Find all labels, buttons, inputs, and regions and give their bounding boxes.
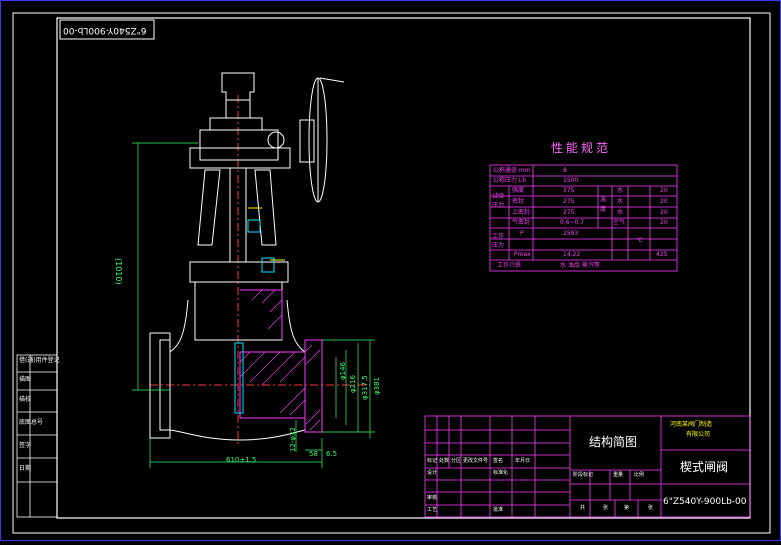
medium-label: 空气 xyxy=(613,219,626,226)
row-label: 上密封 xyxy=(512,209,531,216)
tb-label: 批准 xyxy=(493,507,504,513)
dim-d1: φ146 xyxy=(339,362,347,380)
row-label: 公称压力 Lb xyxy=(493,177,527,184)
temp-unit: ℃ xyxy=(636,237,643,244)
dim-flange: 58 xyxy=(309,450,318,458)
strip-label: 借(通)用件登记 xyxy=(19,357,60,364)
row-label: 密封 xyxy=(512,198,525,205)
tb-label: 张 xyxy=(648,505,654,511)
dim-d3: φ317.5 xyxy=(361,375,369,400)
tb-label: 张 xyxy=(603,505,609,511)
tb-label: 标准化 xyxy=(493,470,509,476)
side-label: 试验压力 xyxy=(492,193,505,209)
temp-value: 20 xyxy=(660,219,668,226)
medium-label: 水 xyxy=(617,198,624,205)
part-name: 楔式闸阀 xyxy=(680,460,729,474)
temp-value: 20 xyxy=(660,198,668,205)
tb-label: 分区 xyxy=(451,458,462,464)
row-value: 275 xyxy=(563,198,575,205)
row-value: 14.22 xyxy=(563,251,581,258)
strip-label: 描校 xyxy=(19,396,32,403)
tb-label: 重量 xyxy=(613,472,624,478)
tb-label: 比例 xyxy=(634,472,645,478)
performance-table-grid xyxy=(489,164,678,272)
side-label: 工作压力 xyxy=(492,233,505,249)
strip-label: 描图 xyxy=(19,376,32,383)
row-label: 强度 xyxy=(512,187,525,194)
medium-label: 水 xyxy=(617,187,624,194)
drawing-number: 6"Z540Y-900Lb-00 xyxy=(663,497,747,507)
dim-length: 610±1.5 xyxy=(226,456,257,464)
dim-d4: φ381 xyxy=(373,377,381,395)
performance-table-title: 性能规范 xyxy=(551,141,612,155)
tb-label: 处数 xyxy=(439,458,450,464)
dim-bolts: 12-φ32 xyxy=(289,427,297,452)
drawing-type: 结构简图 xyxy=(589,435,638,449)
tb-label: 标记 xyxy=(427,458,438,464)
row-label: 公称通径 mm xyxy=(493,167,531,174)
row-value: 275 xyxy=(563,209,575,216)
dim-rf: 6.5 xyxy=(326,450,338,458)
tb-label: 第 xyxy=(624,505,630,511)
title-block-grid xyxy=(424,415,751,518)
row-value: 375 xyxy=(563,187,575,194)
strip-label: 日期 xyxy=(19,465,32,472)
dim-d2: φ216 xyxy=(349,375,357,393)
work-medium-label: 工作介质 xyxy=(497,262,522,269)
row-label: Pmax xyxy=(514,251,531,258)
drawing-frame xyxy=(56,17,751,519)
tb-label: 工艺 xyxy=(427,507,438,513)
strip-label: 底图总号 xyxy=(19,419,44,426)
side-label: 温度 xyxy=(600,196,607,213)
tb-label: 年月日 xyxy=(515,458,531,464)
medium-label: 水 xyxy=(617,209,624,216)
row-value: 0.6~0.7 xyxy=(560,219,585,226)
company-line-1: 河南某阀门制造 xyxy=(670,421,713,428)
tb-label: 阶段标记 xyxy=(573,472,594,478)
mirrored-drawing-number: 6"Z540Y-900Lb-00 xyxy=(63,25,147,35)
tb-label: 签名 xyxy=(493,458,504,464)
valve-drawing xyxy=(132,72,375,468)
tb-label: 设计 xyxy=(427,470,438,476)
tb-label: 更改文件号 xyxy=(463,458,489,464)
temp-value: 20 xyxy=(660,187,668,194)
row-value: 2593 xyxy=(563,230,579,237)
company-line-2: 有限公司 xyxy=(686,431,711,438)
tb-label: 共 xyxy=(580,505,586,511)
temp-value: 20 xyxy=(660,209,668,216)
strip-label: 签字 xyxy=(19,442,32,449)
dim-height: (1010) xyxy=(114,258,123,285)
work-medium-value: 水 油品 蒸汽等 xyxy=(560,262,600,269)
tb-label: 审核 xyxy=(427,495,438,501)
row-value: 1500 xyxy=(563,177,579,184)
row-value: 8 xyxy=(563,167,567,174)
row-label: 气密封 xyxy=(512,219,531,226)
row-label: P xyxy=(520,230,524,237)
max-temp: 425 xyxy=(656,251,668,258)
left-strip xyxy=(16,354,58,518)
